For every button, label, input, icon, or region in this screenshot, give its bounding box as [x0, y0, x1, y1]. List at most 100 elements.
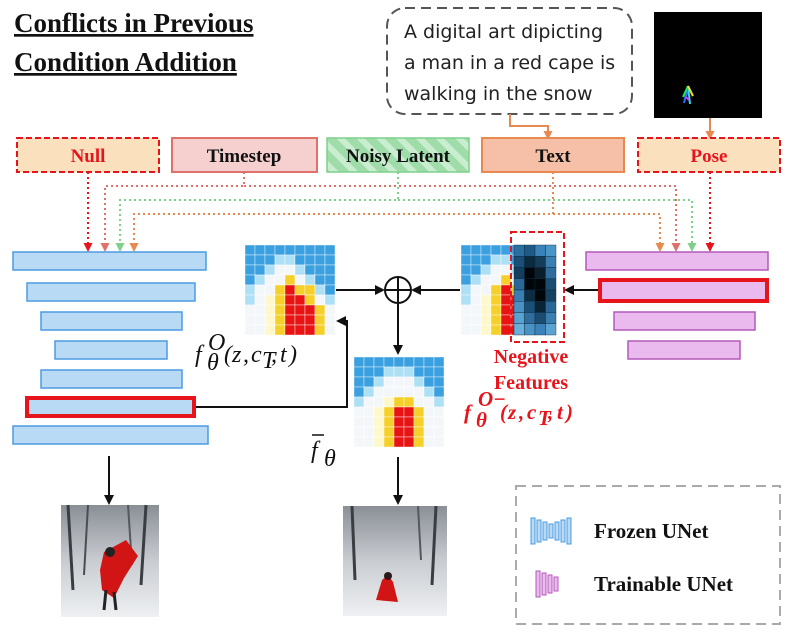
feature-map-cell	[470, 324, 482, 336]
trainable-unet-layer-4	[627, 340, 741, 360]
negative-feature-cell	[524, 323, 536, 336]
feature-map-cell	[373, 436, 385, 448]
feature-map-cell	[480, 274, 492, 286]
feature-map-cell	[264, 264, 276, 276]
feature-map-cell	[460, 284, 472, 296]
feature-map-cell	[264, 314, 276, 326]
feature-map-cell	[500, 264, 512, 276]
feature-map-cell	[393, 426, 405, 438]
feature-map-cell	[244, 244, 256, 256]
negative-feature-cell	[524, 301, 536, 313]
feature-map-cell	[244, 314, 256, 326]
feature-map-cell	[480, 294, 492, 306]
feature-map-cell	[294, 244, 306, 256]
svg-text:O−: O−	[478, 387, 506, 411]
feature-map-cell	[294, 254, 306, 266]
text-label: Text	[535, 146, 571, 167]
feature-map-cell	[324, 304, 336, 316]
negative-feature-cell	[524, 267, 536, 279]
svg-text:f: f	[464, 400, 473, 424]
feature-map-cell	[413, 416, 425, 428]
feature-map-cell	[304, 244, 316, 256]
feature-map-cell	[423, 436, 435, 448]
feature-map-cell	[460, 294, 472, 306]
feature-map-cell	[284, 304, 296, 316]
feature-map-cell	[254, 284, 266, 296]
feature-map-cell	[490, 264, 502, 276]
feature-map-cell	[264, 284, 276, 296]
feature-map-cell	[363, 406, 375, 418]
feature-map-cell	[353, 416, 365, 428]
svg-text:,: ,	[243, 342, 249, 368]
feature-map-cell	[353, 376, 365, 388]
feature-map-cell	[413, 386, 425, 398]
negative-feature-cell	[545, 312, 557, 324]
negative-feature-cell	[524, 289, 536, 302]
feature-map-cell	[314, 294, 326, 306]
text-box: Text	[481, 137, 625, 173]
timestep-label: Timestep	[207, 146, 282, 167]
feature-map-cell	[363, 426, 375, 438]
svg-text:O: O	[208, 330, 225, 356]
feature-map-cell	[490, 274, 502, 286]
feature-map-cell	[353, 396, 365, 408]
frozen-unet-layer-7	[12, 425, 209, 445]
feature-map-cell	[460, 324, 472, 336]
feature-map-cell	[294, 274, 306, 286]
legend-trainable-label: Trainable UNet	[594, 572, 733, 596]
feature-map-cell	[383, 376, 395, 388]
frozen-unet-layer-5	[40, 369, 183, 389]
svg-text:z: z	[507, 400, 517, 424]
feature-map-cell	[284, 274, 296, 286]
negative-label-2: Features	[494, 372, 568, 394]
feature-map-cell	[324, 274, 336, 286]
feature-map-cell	[324, 284, 336, 296]
feature-map-cell	[363, 356, 375, 368]
svg-text:,: ,	[547, 400, 553, 424]
trainable-unet-icon	[535, 570, 559, 598]
feature-map-cell	[314, 314, 326, 326]
feature-map-cell	[383, 406, 395, 418]
feature-map-cell	[314, 304, 326, 316]
negative-feature-cell	[534, 323, 546, 336]
feature-map-cell	[314, 324, 326, 336]
feature-map-cell	[274, 254, 286, 266]
routing-lines	[83, 172, 715, 252]
feature-map-cell	[423, 426, 435, 438]
feature-map-cell	[373, 366, 385, 378]
frozen-unet-layer-highlighted	[25, 396, 196, 418]
frozen-unet	[12, 251, 209, 445]
feature-map-cell	[363, 396, 375, 408]
feature-map-cell	[294, 294, 306, 306]
feature-map-cell	[324, 264, 336, 276]
feature-map-cell	[284, 244, 296, 256]
feature-map-cell	[314, 284, 326, 296]
feature-map-cell	[393, 436, 405, 448]
feature-map-cell	[373, 406, 385, 418]
feature-map-cell	[490, 244, 502, 256]
negative-feature-cell	[545, 267, 557, 279]
feature-map-cell	[284, 324, 296, 336]
f-bar-label: f θ	[311, 434, 336, 472]
feature-map-cell	[413, 426, 425, 438]
feature-map-cell	[423, 386, 435, 398]
feature-map-cell	[383, 356, 395, 368]
feature-map-cell	[254, 314, 266, 326]
svg-text:f: f	[195, 342, 205, 368]
feature-map-cell	[393, 386, 405, 398]
feature-map-cell	[284, 254, 296, 266]
feature-map-cell	[460, 304, 472, 316]
feature-map-cell	[470, 314, 482, 326]
feature-map-cell	[460, 264, 472, 276]
pose-box: Pose	[637, 137, 781, 173]
negative-feature-cell	[534, 301, 546, 313]
feature-map-original	[244, 244, 336, 336]
feature-map-cell	[294, 264, 306, 276]
feature-map-cell	[244, 324, 256, 336]
feature-map-fused	[353, 356, 445, 448]
svg-text:f: f	[311, 438, 321, 464]
svg-text:z: z	[231, 342, 242, 368]
feature-map-cell	[423, 376, 435, 388]
feature-map-cell	[433, 406, 445, 418]
feature-map-cell	[274, 264, 286, 276]
